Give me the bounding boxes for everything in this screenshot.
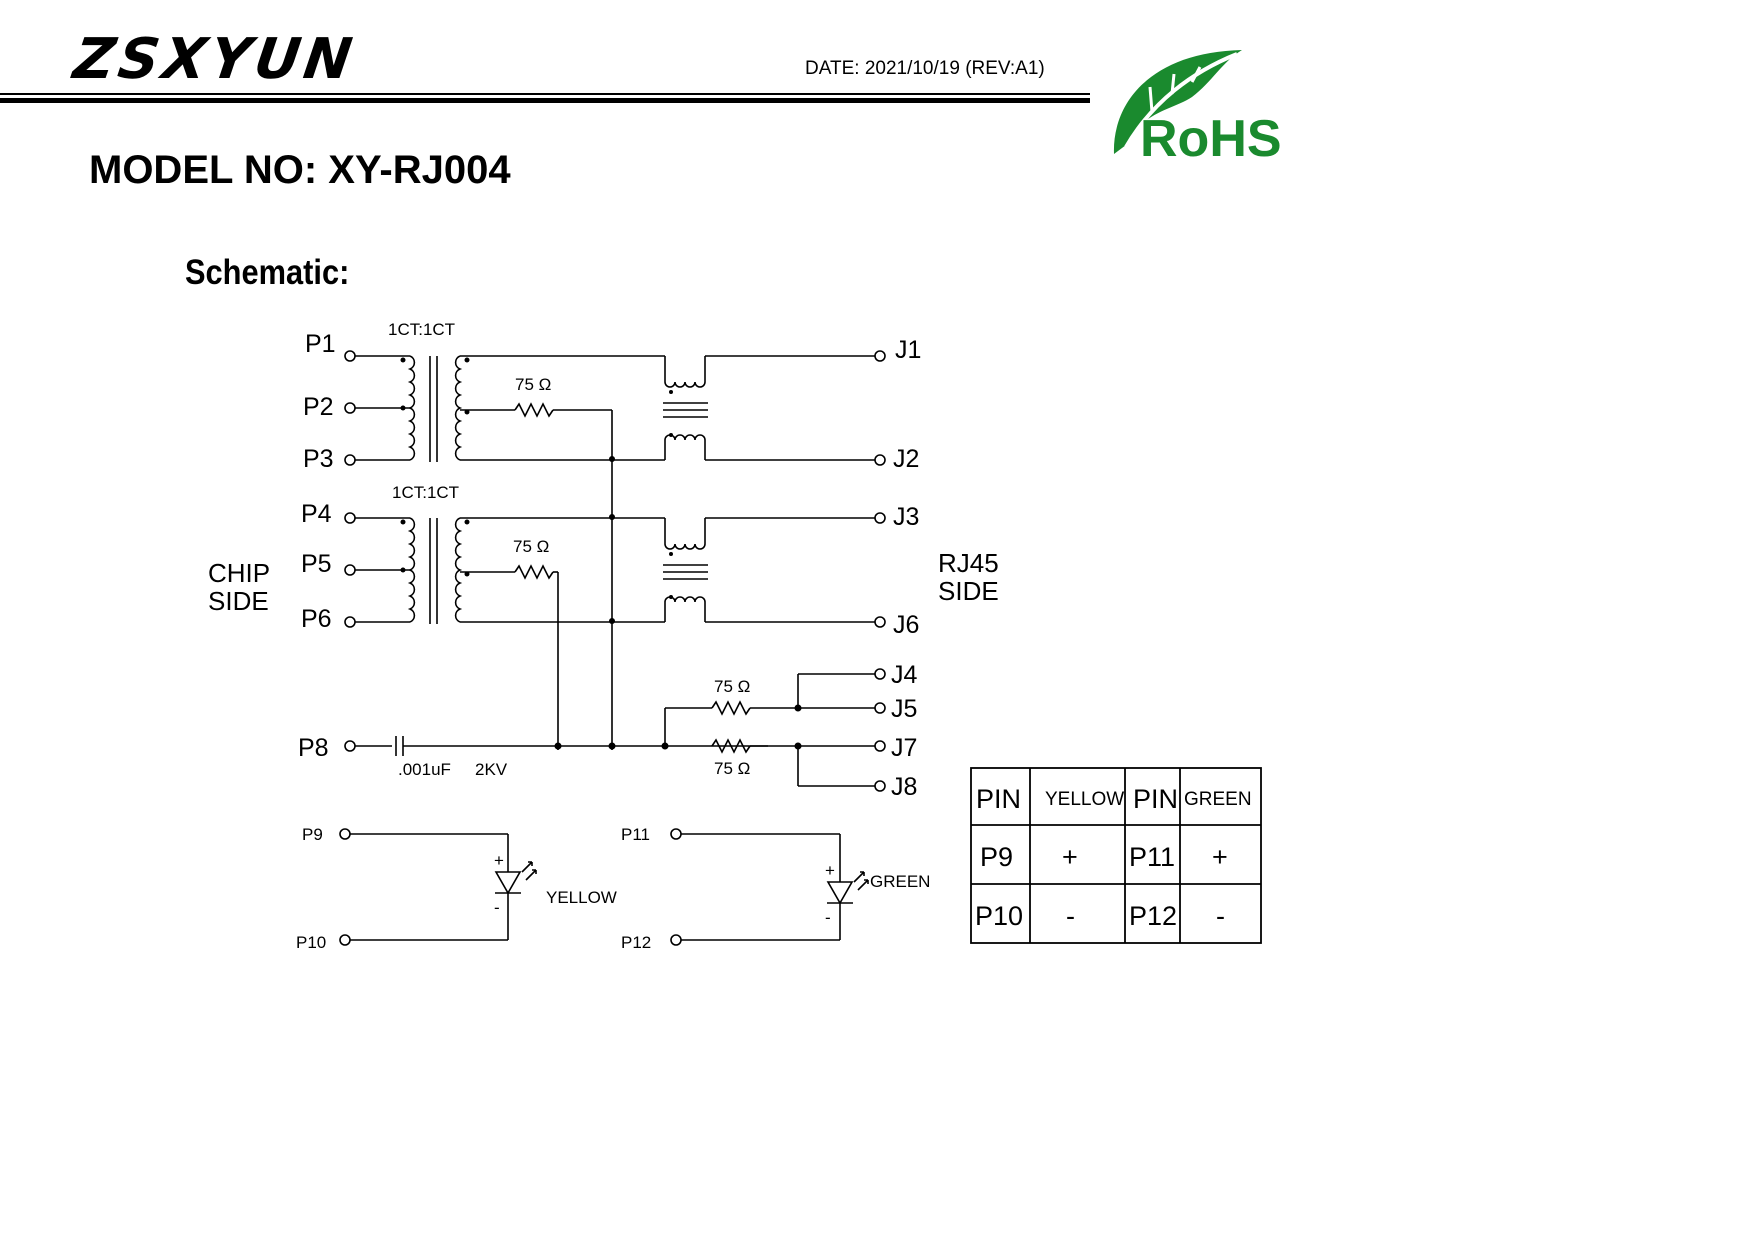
rohs-leaf-icon — [1113, 50, 1242, 154]
rj45-side-line2: SIDE — [938, 576, 999, 606]
table-cell: P10 — [975, 901, 1023, 931]
resistor-label-2: 75 Ω — [513, 537, 549, 556]
pin-label-p3: P3 — [303, 445, 334, 473]
pin-label-j3: J3 — [893, 503, 919, 531]
pin-label-p5: P5 — [301, 550, 332, 578]
table-header-yellow: YELLOW — [1045, 789, 1124, 810]
pin-table: PIN YELLOW PIN GREEN P9 + P11 + P10 - P1… — [970, 767, 1262, 944]
resistor-label-3: 75 Ω — [714, 677, 750, 696]
header-rule-thin — [0, 93, 1090, 95]
led-green-pin-bottom: P12 — [621, 933, 651, 952]
table-cell: P12 — [1129, 901, 1177, 931]
pin-label-j7: J7 — [891, 734, 917, 762]
led-yellow-pin-top: P9 — [302, 825, 323, 844]
capacitor-value: .001uF — [398, 760, 451, 779]
resistor-label-1: 75 Ω — [515, 375, 551, 394]
table-cell: P11 — [1129, 842, 1175, 872]
led-green-plus: + — [825, 861, 835, 880]
document-date: DATE: 2021/10/19 (REV:A1) — [805, 58, 1045, 79]
pin-label-j2: J2 — [893, 445, 919, 473]
chip-side-line1: CHIP — [208, 558, 270, 588]
led-green-minus: - — [825, 908, 831, 927]
table-cell: + — [1212, 842, 1228, 872]
led-green-pin-top: P11 — [621, 825, 650, 844]
pin-label-j5: J5 — [891, 695, 917, 723]
pin-label-j8: J8 — [891, 773, 917, 801]
pin-label-j1: J1 — [895, 336, 921, 364]
capacitor-voltage: 2KV — [475, 760, 508, 779]
transformer-ratio-2: 1CT:1CT — [392, 483, 459, 502]
led-green-label: GREEN — [870, 872, 930, 891]
table-cell: - — [1216, 901, 1225, 931]
chip-side-line2: SIDE — [208, 586, 269, 616]
pin-label-p4: P4 — [301, 500, 332, 528]
rj45-side-line1: RJ45 — [938, 548, 999, 578]
led-yellow-pin-bottom: P10 — [296, 933, 326, 952]
pin-label-j4: J4 — [891, 661, 918, 689]
resistor-label-4: 75 Ω — [714, 759, 750, 778]
table-cell: + — [1062, 842, 1078, 872]
pin-label-p2: P2 — [303, 393, 334, 421]
table-cell: P9 — [980, 842, 1013, 872]
pin-label-p1: P1 — [305, 330, 336, 358]
header-rule-thick — [0, 98, 1090, 103]
model-number: MODEL NO: XY-RJ004 — [89, 148, 511, 192]
transformer-ratio-1: 1CT:1CT — [388, 320, 455, 339]
led-yellow-plus: + — [494, 851, 504, 870]
table-cell: - — [1066, 901, 1075, 931]
pin-label-j6: J6 — [893, 611, 919, 639]
led-yellow-label: YELLOW — [546, 888, 617, 907]
table-header-pin-1: PIN — [976, 784, 1021, 814]
pin-label-p8: P8 — [298, 734, 329, 762]
rohs-logo: RoHS — [1113, 50, 1282, 162]
pin-label-p6: P6 — [301, 605, 332, 633]
table-header-green: GREEN — [1184, 789, 1252, 810]
schematic-title: Schematic: — [185, 253, 350, 292]
table-header-pin-2: PIN — [1133, 784, 1178, 814]
led-yellow-minus: - — [494, 898, 500, 917]
rohs-text: RoHS — [1140, 110, 1282, 162]
